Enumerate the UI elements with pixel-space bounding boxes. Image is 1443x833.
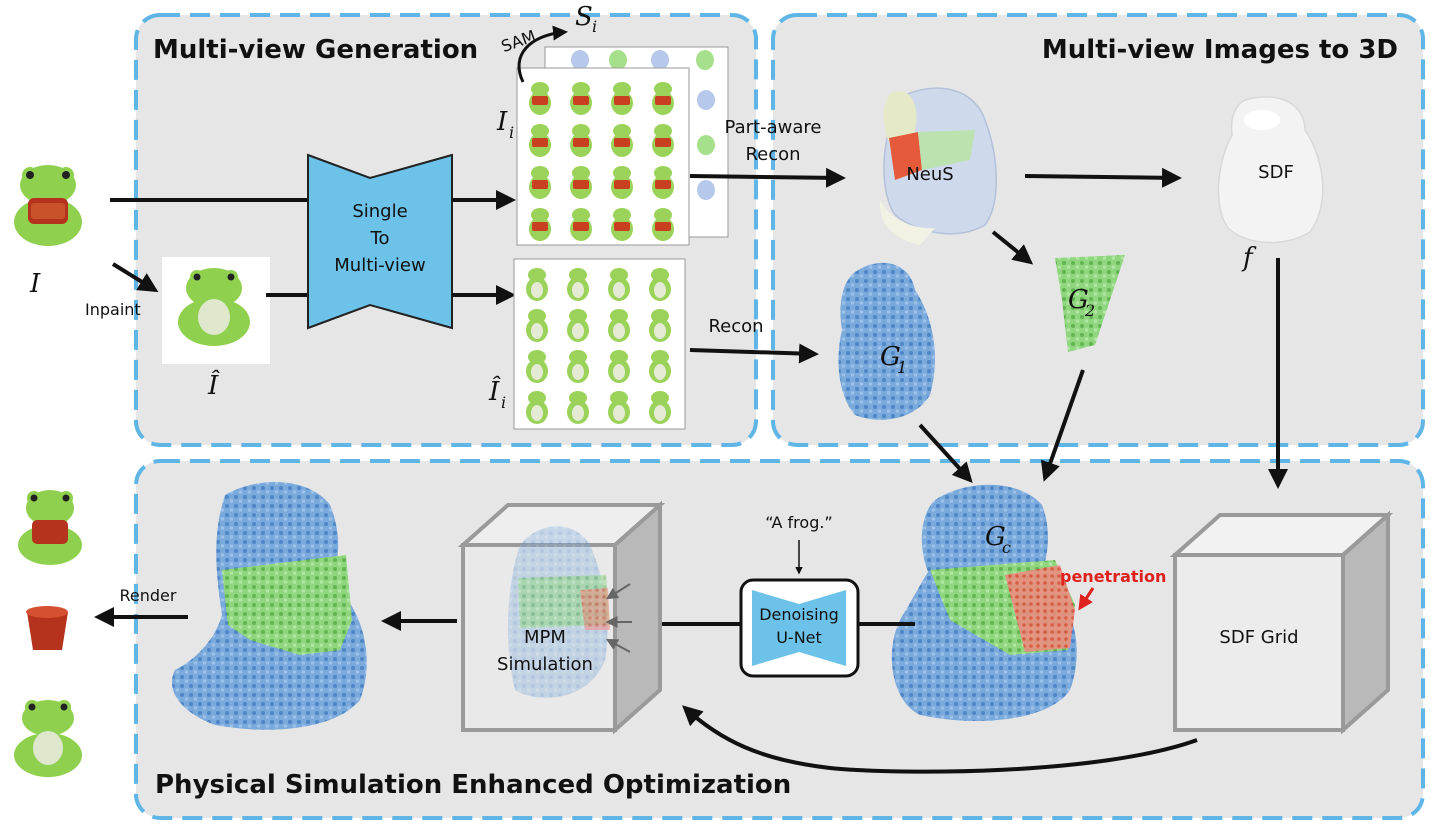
multiview-image-grid: [516, 67, 690, 246]
inpainted-multiview-image-grid: [513, 258, 686, 430]
denoising-label-line1: Denoising: [759, 605, 839, 624]
neus-to-sdf-arrow: [1024, 167, 1182, 188]
symbol-inpainted-multiview-sub: i: [501, 393, 506, 412]
mpm-label-line2: Simulation: [497, 654, 593, 675]
symbol-inpainted-multiview-I-hat: Î: [488, 375, 501, 407]
symbol-inpainted-I-hat: Î: [207, 369, 220, 401]
gc-point-cloud: [891, 484, 1077, 722]
neus-to-g2-arrow: [991, 230, 1034, 265]
symbol-multiview-sub: i: [509, 123, 514, 142]
model-label-line2: To: [370, 228, 390, 249]
neus-label: NeuS: [906, 164, 953, 185]
neus-mesh: [879, 87, 997, 245]
denoising-label-line2: U-Net: [776, 628, 822, 647]
penetration-arrow: [1078, 587, 1095, 611]
recon-arrow: [689, 343, 819, 364]
sam-arrow: [517, 25, 568, 83]
sdf-grid-cube: [1169, 510, 1394, 735]
g1-point-cloud: [838, 262, 935, 420]
mpm-simulation-cube: [457, 500, 666, 735]
inpaint-label: Inpaint: [85, 300, 141, 319]
panel-title-multiview-to-3d: Multi-view Images to 3D: [1042, 35, 1398, 65]
inpainted-frog-image: [178, 268, 250, 346]
sdf-label: SDF: [1258, 162, 1294, 183]
symbol-g2-sub: 2: [1084, 301, 1095, 320]
model-label-line3: Multi-view: [334, 255, 425, 276]
part-aware-recon-line2: Recon: [745, 144, 800, 165]
single-to-multiview-model: [307, 153, 453, 330]
penetration-label: penetration: [1060, 567, 1166, 586]
model-label-line1: Single: [352, 201, 407, 222]
render-output-frog-body: [14, 700, 82, 777]
render-label: Render: [120, 586, 177, 605]
symbol-gc-sub: c: [1002, 538, 1011, 557]
mpm-label-line1: MPM: [524, 627, 566, 648]
symbol-g1-sub: 1: [897, 358, 907, 377]
render-output-sweater: [26, 606, 68, 650]
inpaint-arrow: [111, 262, 159, 293]
recon-label: Recon: [708, 316, 763, 337]
panel-title-physical-simulation: Physical Simulation Enhanced Optimizatio…: [155, 770, 791, 800]
input-frog-image: [14, 165, 82, 246]
panel-title-multiview-generation: Multi-view Generation: [153, 35, 478, 65]
symbol-gc: G: [985, 522, 1006, 552]
g1-to-gc-arrow: [918, 423, 973, 483]
render-output-frog-clothed: [18, 490, 82, 565]
g2-to-gc-arrow: [1040, 369, 1085, 482]
symbol-multiview-I: I: [496, 107, 508, 137]
sdf-grid-to-mpm-arrow: [682, 705, 1198, 774]
symbol-segmentation-sub: i: [592, 17, 597, 36]
prompt-text: “A frog.”: [765, 513, 832, 532]
sdf-mesh: [1217, 96, 1324, 244]
g2-point-cloud: [1055, 255, 1125, 352]
result-point-cloud: [171, 482, 367, 730]
symbol-g1: G: [880, 342, 901, 372]
symbol-segmentation-S: S: [575, 2, 593, 32]
part-aware-recon-arrow: [689, 167, 846, 188]
symbol-input-I: I: [29, 269, 41, 299]
sdf-grid-label: SDF Grid: [1219, 627, 1298, 648]
part-aware-recon-line1: Part-aware: [725, 117, 822, 138]
denoising-unet-shape: [752, 590, 846, 666]
symbol-g2: G: [1068, 285, 1089, 315]
